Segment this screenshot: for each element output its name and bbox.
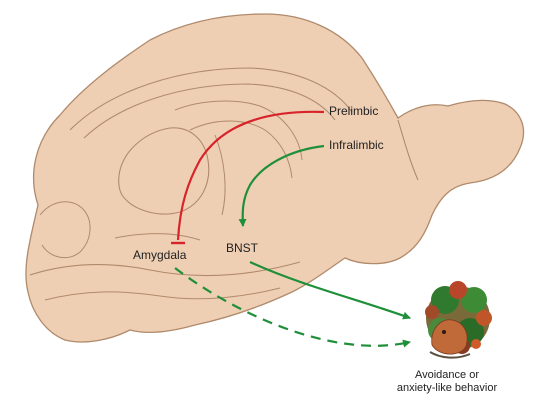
behavior-caption: Avoidance or anxiety-like behavior xyxy=(388,369,506,395)
behavior-illustration xyxy=(425,281,492,358)
behavior-caption-line1: Avoidance or xyxy=(388,369,506,382)
label-bnst: BNST xyxy=(226,241,258,255)
behavior-caption-line2: anxiety-like behavior xyxy=(388,382,506,395)
label-prelimbic: Prelimbic xyxy=(329,104,378,118)
label-amygdala: Amygdala xyxy=(133,248,186,262)
label-infralimbic: Infralimbic xyxy=(329,138,384,152)
